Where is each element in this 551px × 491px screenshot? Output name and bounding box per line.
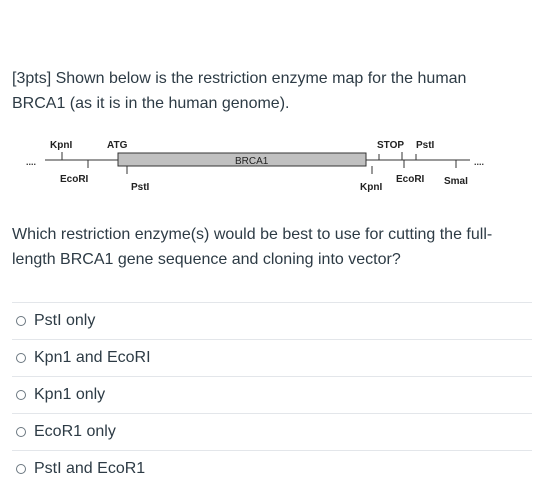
answer-label: EcoR1 only [34, 423, 116, 440]
question-line-2: length BRCA1 gene sequence and cloning i… [12, 251, 401, 268]
radio-button-icon[interactable] [16, 464, 26, 474]
question-prompt: [3pts] Shown below is the restriction en… [12, 66, 537, 116]
psti-right-label: PstI [416, 140, 435, 151]
radio-button-icon[interactable] [16, 353, 26, 363]
left-ellipsis: .... [26, 157, 36, 167]
answer-option-4[interactable]: EcoR1 only [12, 413, 532, 450]
restriction-map: .... .... KpnI ATG STOP PstI BRCA1 EcoRI… [0, 128, 551, 198]
kpni-right-label: KpnI [360, 182, 382, 193]
psti-left-label: PstI [131, 182, 150, 193]
stop-label: STOP [377, 140, 404, 151]
radio-button-icon[interactable] [16, 427, 26, 437]
answer-option-5[interactable]: PstI and EcoR1 [12, 450, 532, 487]
answer-list: PstI only Kpn1 and EcoRI Kpn1 only EcoR1… [12, 302, 532, 487]
right-ellipsis: .... [474, 157, 484, 167]
gene-label: BRCA1 [235, 156, 269, 167]
ecori-left-label: EcoRI [60, 174, 89, 185]
ecori-right-label: EcoRI [396, 174, 425, 185]
question-line-1: Which restriction enzyme(s) would be bes… [12, 226, 493, 243]
prompt-line-2: BRCA1 (as it is in the human genome). [12, 95, 290, 112]
answer-label: Kpn1 and EcoRI [34, 349, 151, 366]
answer-option-2[interactable]: Kpn1 and EcoRI [12, 339, 532, 376]
question-text: Which restriction enzyme(s) would be bes… [12, 222, 540, 272]
smai-label: SmaI [444, 176, 468, 187]
radio-button-icon[interactable] [16, 316, 26, 326]
kpni-left-label: KpnI [50, 140, 72, 151]
answer-option-3[interactable]: Kpn1 only [12, 376, 532, 413]
answer-label: PstI only [34, 312, 96, 329]
radio-button-icon[interactable] [16, 390, 26, 400]
atg-label: ATG [107, 140, 128, 151]
answer-label: PstI and EcoR1 [34, 460, 146, 477]
answer-option-1[interactable]: PstI only [12, 302, 532, 339]
prompt-line-1: [3pts] Shown below is the restriction en… [12, 70, 467, 87]
answer-label: Kpn1 only [34, 386, 106, 403]
